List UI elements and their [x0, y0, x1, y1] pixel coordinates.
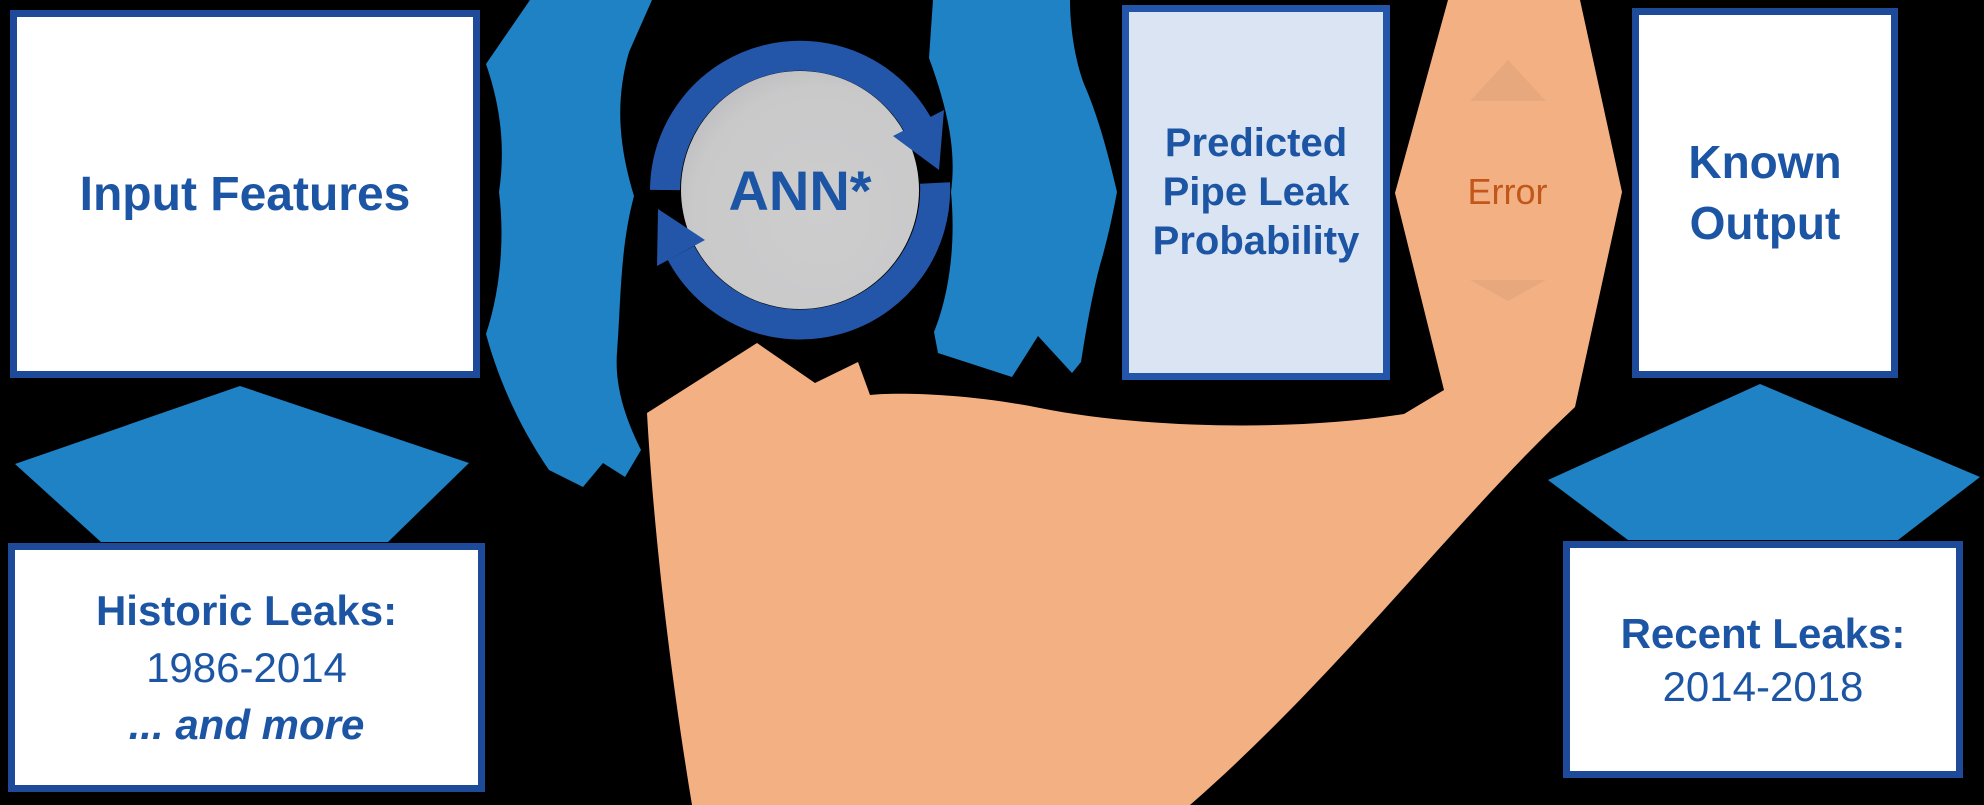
error-down-chevron-icon	[1470, 280, 1546, 301]
historic-leaks-title: Historic Leaks:	[95, 587, 398, 634]
ann-circle	[681, 71, 919, 309]
error-label: Error	[1467, 171, 1548, 212]
historic-to-input-arrow-icon	[15, 386, 469, 542]
known-output-box: Known Output	[1632, 8, 1898, 378]
ann-node-label: ANN*	[728, 158, 872, 222]
ann-to-predicted-arrow-icon	[929, 0, 1117, 377]
recent-to-known-arrow-icon	[1548, 384, 1980, 540]
ann-cycle-ring-bottom	[667, 182, 951, 340]
historic-leaks-box: Historic Leaks: 1986-2014 ... and more	[8, 543, 485, 792]
input-features-label: Input Features	[79, 167, 411, 221]
historic-leaks-note: ... and more	[128, 701, 365, 748]
predicted-line-3: Probability	[1152, 219, 1360, 263]
input-features-box: Input Features	[10, 10, 480, 378]
predicted-line-2: Pipe Leak	[1162, 170, 1350, 214]
recent-leaks-years: 2014-2018	[1662, 662, 1864, 710]
ann-cycle-ring-top	[650, 40, 936, 191]
known-output-line-1: Known	[1688, 136, 1842, 188]
predicted-line-1: Predicted	[1164, 121, 1348, 165]
cycle-arrowhead-left-icon	[657, 209, 705, 266]
predicted-pipe-leak-probability-box: Predicted Pipe Leak Probability	[1122, 5, 1390, 380]
cycle-arrowhead-right-icon	[893, 110, 944, 170]
recent-leaks-box: Recent Leaks: 2014-2018	[1563, 541, 1963, 778]
historic-leaks-years: 1986-2014	[146, 644, 347, 691]
error-up-chevron-icon	[1470, 60, 1546, 101]
known-output-line-2: Output	[1689, 197, 1841, 249]
error-feedback-arrow-icon	[647, 0, 1622, 805]
input-to-ann-arrow-icon	[486, 0, 652, 487]
recent-leaks-title: Recent Leaks:	[1620, 609, 1906, 657]
